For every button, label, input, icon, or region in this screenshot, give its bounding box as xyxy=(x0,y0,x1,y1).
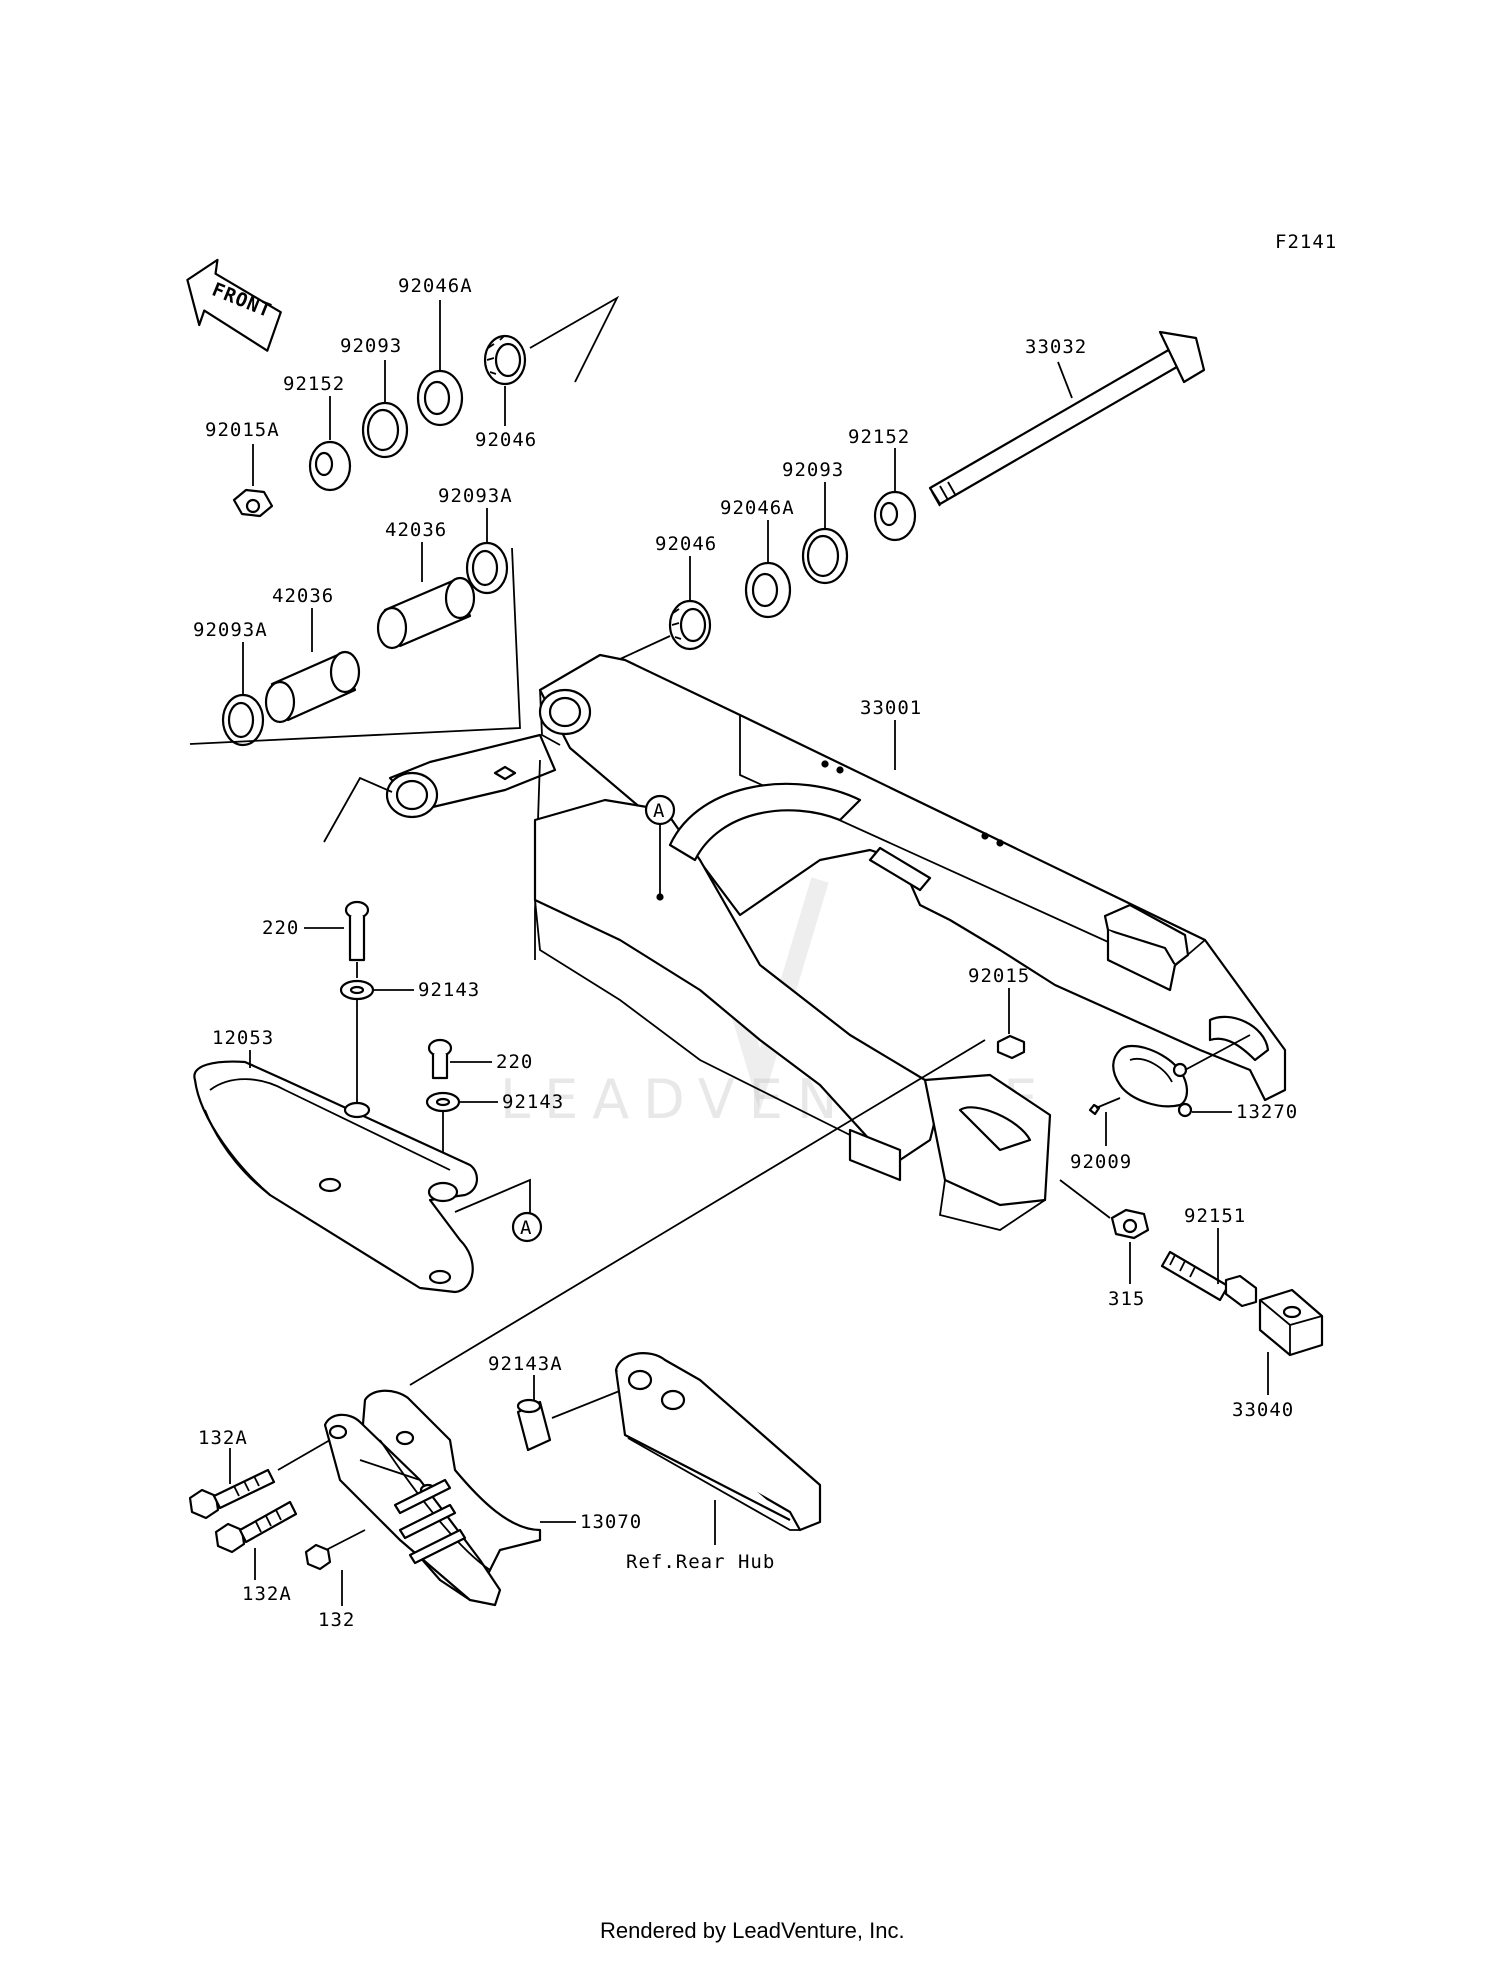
assembly-line-guide xyxy=(409,1039,986,1386)
collar-42036-lower xyxy=(264,650,361,724)
reference-marker-a-upper: A xyxy=(644,794,676,895)
figure-code: F2141 xyxy=(1275,231,1337,253)
bolt-132 xyxy=(304,1529,366,1571)
callout-13270: 13270 xyxy=(1236,1101,1298,1123)
callout-92046A-right: 92046A xyxy=(720,497,795,519)
callout-92152-right: 92152 xyxy=(848,426,910,448)
chain-guide-rear-hub xyxy=(614,1352,822,1532)
washer-92143-upper xyxy=(339,979,375,1001)
ref-rear-hub-label: Ref.Rear Hub xyxy=(626,1551,775,1573)
callout-132: 132 xyxy=(318,1609,355,1631)
assembly-line-92143A xyxy=(551,1389,623,1419)
callout-92046A-upper: 92046A xyxy=(398,275,473,297)
bolt-220-lower xyxy=(427,1038,453,1080)
callout-92143A: 92143A xyxy=(488,1353,563,1375)
bolt-220-upper xyxy=(344,900,370,962)
washer-92143-lower xyxy=(425,1091,461,1113)
seal-92093A-right xyxy=(465,541,509,595)
callout-92046-right: 92046 xyxy=(655,533,717,555)
footer-credit: Rendered by LeadVenture, Inc. xyxy=(600,1918,905,1943)
callout-315: 315 xyxy=(1108,1288,1145,1310)
nut-92015 xyxy=(996,1034,1026,1060)
callout-42036-upper: 42036 xyxy=(385,519,447,541)
seal-92046A-right xyxy=(744,561,792,619)
collar-92143A xyxy=(516,1398,552,1452)
chain-slider-12053 xyxy=(193,1060,478,1294)
bolt-132A-upper xyxy=(188,1468,276,1520)
assembly-line-132A-upper xyxy=(277,1439,331,1471)
collar-42036-upper xyxy=(376,576,476,650)
callout-92015: 92015 xyxy=(968,965,1030,987)
assembly-line-upper xyxy=(529,295,620,383)
needle-bearing-92046-right xyxy=(668,599,712,651)
callout-13070: 13070 xyxy=(580,1511,642,1533)
svg-text:A: A xyxy=(520,1217,532,1239)
nut-92015A xyxy=(232,488,274,518)
needle-bearing-92046-upper xyxy=(483,334,527,386)
callout-12053: 12053 xyxy=(212,1027,274,1049)
chain-adjuster-block-33040 xyxy=(1258,1288,1324,1357)
seal-92093-right xyxy=(801,527,849,585)
callout-92093-right: 92093 xyxy=(782,459,844,481)
pivot-shaft-33032 xyxy=(928,330,1206,507)
callout-92093A-right: 92093A xyxy=(438,485,513,507)
callout-220-upper: 220 xyxy=(262,917,299,939)
collar-92152-right xyxy=(873,490,917,542)
callout-92143-lower: 92143 xyxy=(502,1091,564,1113)
assembly-line-swingarm xyxy=(323,776,393,843)
seal-92093A-left xyxy=(221,693,265,747)
callout-92151: 92151 xyxy=(1184,1205,1246,1227)
reference-marker-a-lower: A xyxy=(454,1178,543,1243)
front-direction-arrow: FRONT xyxy=(186,258,282,352)
assembly-line-right xyxy=(617,635,671,661)
callout-92015A: 92015A xyxy=(205,419,280,441)
seal-92046A-upper xyxy=(416,369,464,427)
callout-33040: 33040 xyxy=(1232,1399,1294,1421)
swingarm-33001 xyxy=(385,653,1287,1231)
assembly-line-13270 xyxy=(1184,1034,1251,1071)
callout-92009: 92009 xyxy=(1070,1151,1132,1173)
callout-92093-upper: 92093 xyxy=(340,335,402,357)
nut-315 xyxy=(1110,1208,1150,1240)
callout-92046-upper: 92046 xyxy=(475,429,537,451)
callout-33032: 33032 xyxy=(1025,336,1087,358)
callout-92143-upper: 92143 xyxy=(418,979,480,1001)
callout-33001: 33001 xyxy=(860,697,922,719)
callout-132A-upper: 132A xyxy=(198,1427,248,1449)
collar-92152-upper xyxy=(308,440,352,492)
screw-92009 xyxy=(1088,1097,1121,1116)
svg-text:A: A xyxy=(653,800,665,822)
callout-132A-lower: 132A xyxy=(242,1583,292,1605)
leader-33032 xyxy=(1057,361,1073,399)
callout-92152-upper: 92152 xyxy=(283,373,345,395)
assembly-line-collars xyxy=(189,547,521,745)
seal-92093-upper xyxy=(361,401,409,459)
chain-guide-13070 xyxy=(323,1389,542,1607)
adjuster-bolt-92151 xyxy=(1160,1250,1258,1308)
callout-92093A-left: 92093A xyxy=(193,619,268,641)
callout-220-lower: 220 xyxy=(496,1051,533,1073)
callout-42036-lower: 42036 xyxy=(272,585,334,607)
bolt-132A-lower xyxy=(214,1500,298,1554)
plate-13270 xyxy=(1112,1045,1193,1118)
assembly-line-315 xyxy=(1059,1179,1111,1219)
